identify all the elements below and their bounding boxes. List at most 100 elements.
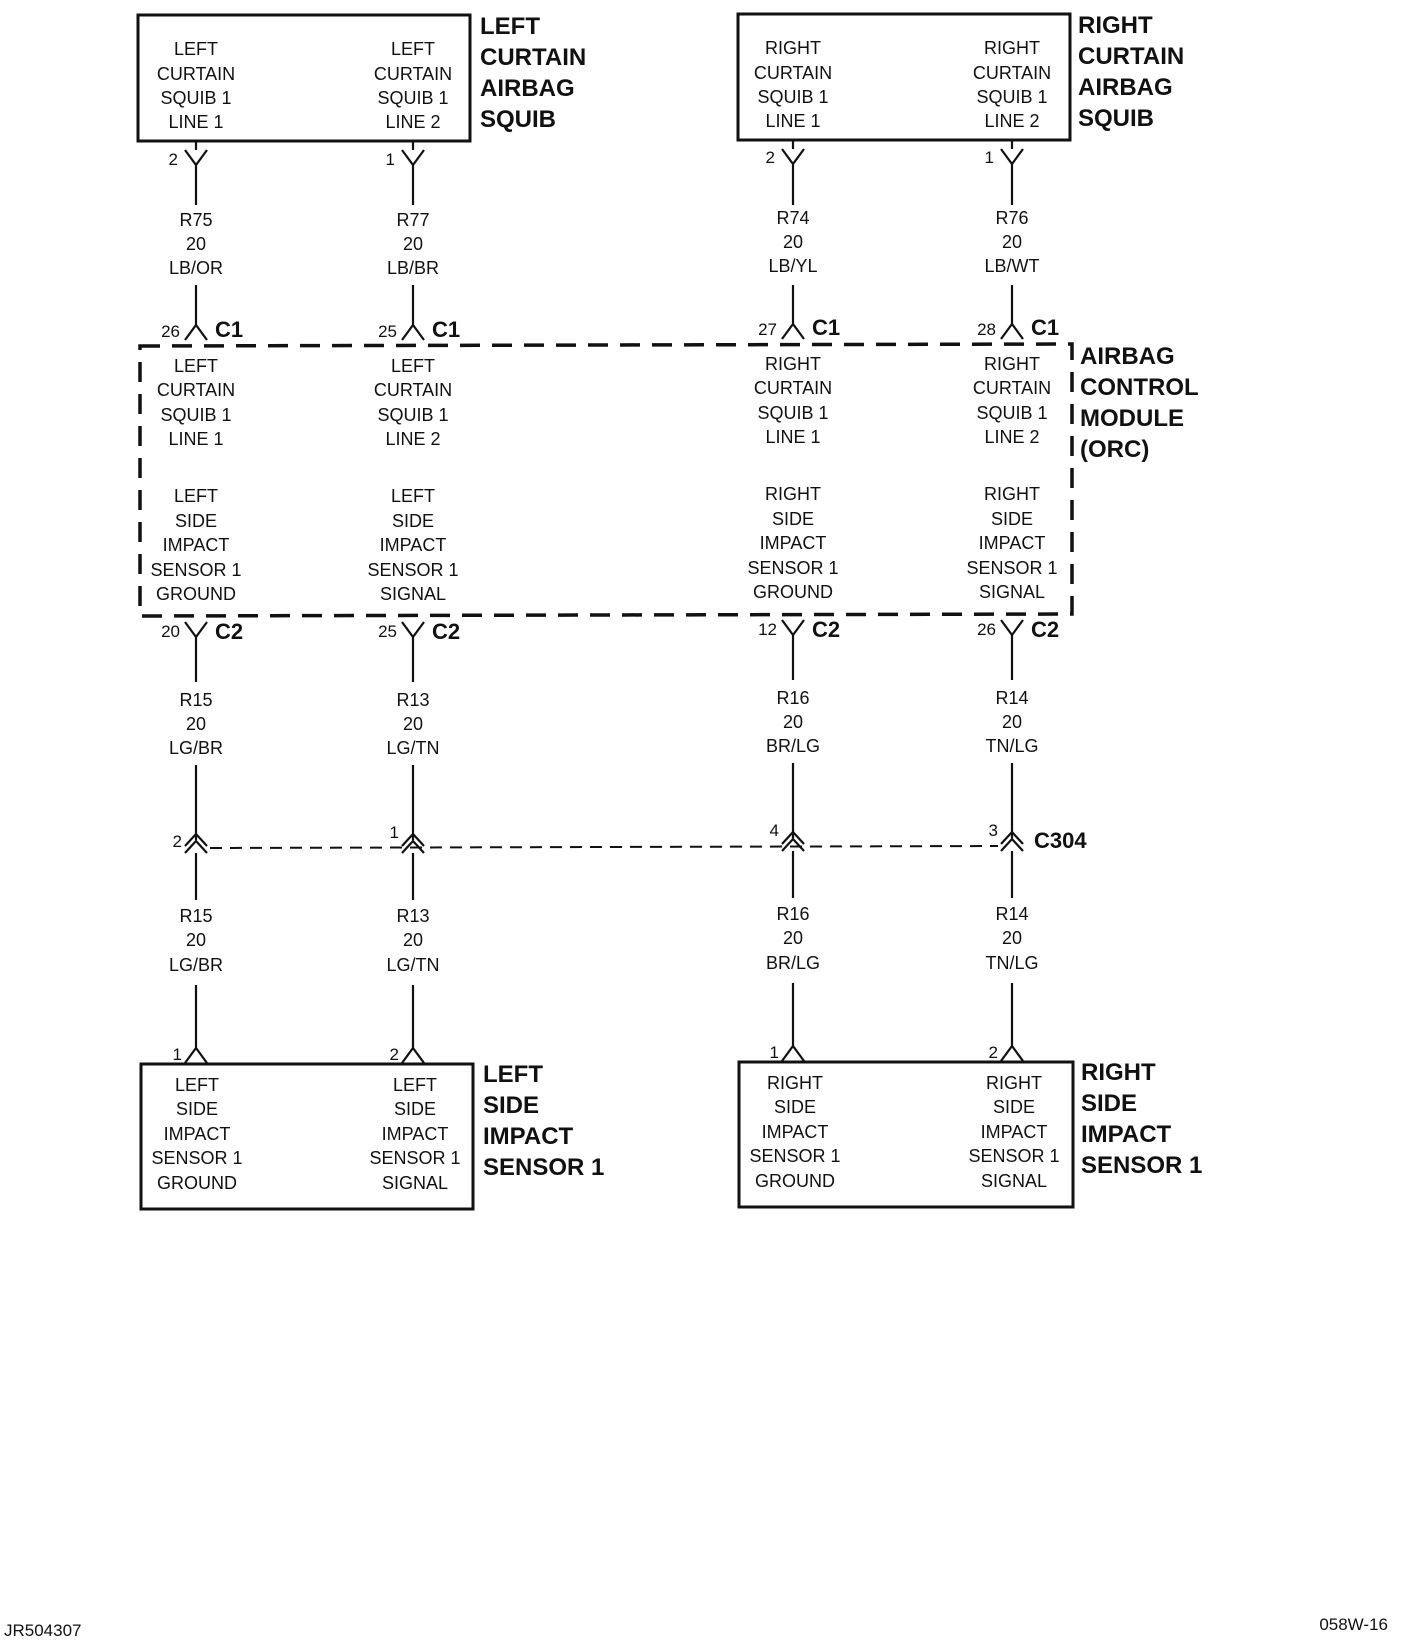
- c2-connector: 20 C2 25 C2 12 C2 26 C2: [161, 617, 1059, 644]
- component-title: CURTAIN: [1078, 43, 1184, 70]
- pin-number: 20: [161, 622, 180, 641]
- wire-segment: [401, 285, 425, 341]
- label-line: LINE 2: [984, 111, 1039, 131]
- wire-circuit: R16: [776, 904, 809, 924]
- wire-color: LG/TN: [386, 955, 439, 975]
- label-line: LINE 1: [168, 429, 223, 449]
- label-line: SIDE: [993, 1097, 1035, 1117]
- connector-name: C1: [432, 317, 460, 342]
- label-line: RIGHT: [984, 38, 1040, 58]
- label-line: CURTAIN: [754, 378, 832, 398]
- label-line: SENSOR 1: [369, 1148, 460, 1168]
- label-line: SENSOR 1: [747, 558, 838, 578]
- label-line: CURTAIN: [157, 380, 235, 400]
- wire-gauge: 20: [403, 234, 423, 254]
- connector-name: C1: [1031, 315, 1059, 340]
- pin-number: 1: [985, 148, 994, 167]
- label-line: RIGHT: [765, 354, 821, 374]
- wire-color: LB/OR: [169, 258, 223, 278]
- label-line: SQUIB 1: [757, 87, 828, 107]
- wire-segment: [1000, 140, 1024, 205]
- wire-gauge: 20: [403, 930, 423, 950]
- component-title: IMPACT: [1081, 1121, 1172, 1148]
- pin-number: 28: [977, 320, 996, 339]
- module-title: AIRBAG: [1080, 343, 1175, 370]
- wire-segment: [184, 985, 208, 1064]
- label-line: SIDE: [774, 1097, 816, 1117]
- wire-color: LB/WT: [984, 256, 1039, 276]
- label-line: SIDE: [772, 509, 814, 529]
- lower-wire-runs: [184, 851, 1024, 1064]
- wire-color: LB/BR: [387, 258, 439, 278]
- wire-circuit: R14: [995, 904, 1028, 924]
- label-line: LEFT: [174, 39, 218, 59]
- label-line: SIGNAL: [380, 584, 446, 604]
- wire-segment: [184, 621, 208, 682]
- wire-color: LG/BR: [169, 738, 223, 758]
- pin-number: 1: [386, 150, 395, 169]
- wire-color: BR/LG: [766, 736, 820, 756]
- pin-number: 2: [989, 1043, 998, 1062]
- label-line: SIGNAL: [981, 1171, 1047, 1191]
- wire-gauge: 20: [1002, 712, 1022, 732]
- label-line: LEFT: [174, 356, 218, 376]
- pin-number: 26: [977, 620, 996, 639]
- label-line: SENSOR 1: [749, 1146, 840, 1166]
- label-line: SIGNAL: [979, 582, 1045, 602]
- label-line: CURTAIN: [973, 378, 1051, 398]
- label-line: IMPACT: [981, 1122, 1048, 1142]
- c304-dashed-line: [209, 845, 999, 849]
- wire-segment: [401, 621, 425, 682]
- wire-color: LG/BR: [169, 955, 223, 975]
- label-line: SENSOR 1: [151, 1148, 242, 1168]
- pin-number: 1: [173, 1045, 182, 1064]
- label-line: SQUIB 1: [757, 403, 828, 423]
- label-line: SQUIB 1: [377, 405, 448, 425]
- connector-name: C2: [1031, 617, 1059, 642]
- pin-number: 12: [758, 620, 777, 639]
- connector-name: C304: [1034, 828, 1087, 853]
- right-curtain-airbag-squib: RIGHT CURTAIN SQUIB 1 LINE 1 RIGHT CURTA…: [736, 12, 1184, 142]
- label-line: LINE 2: [385, 429, 440, 449]
- left-squib-box: [136, 13, 472, 143]
- label-line: LINE 2: [984, 427, 1039, 447]
- component-title: IMPACT: [483, 1123, 574, 1150]
- wire-color: TN/LG: [985, 953, 1038, 973]
- wire-circuit: R15: [179, 906, 212, 926]
- wire-segment: [781, 140, 805, 205]
- component-title: CURTAIN: [480, 44, 586, 71]
- wire-circuit: R76: [995, 208, 1028, 228]
- wire-segment: [1000, 285, 1024, 340]
- label-line: LEFT: [391, 356, 435, 376]
- wire-color: TN/LG: [985, 736, 1038, 756]
- wire-gauge: 20: [1002, 928, 1022, 948]
- label-line: GROUND: [156, 584, 236, 604]
- connector-name: C1: [215, 317, 243, 342]
- label-line: SQUIB 1: [976, 403, 1047, 423]
- wire-color: BR/LG: [766, 953, 820, 973]
- pin-number: 2: [766, 148, 775, 167]
- module-title: MODULE: [1080, 405, 1184, 432]
- label-line: SQUIB 1: [160, 88, 231, 108]
- left-curtain-airbag-squib: LEFT CURTAIN SQUIB 1 LINE 1 LEFT CURTAIN…: [136, 13, 586, 143]
- wire-circuit: R16: [776, 688, 809, 708]
- upper-wire-labels: R75 20 LB/OR R77 20 LB/BR R74 20 LB/YL R…: [169, 208, 1040, 278]
- inline-connector-c304: 2 1 4 3 C304: [173, 821, 1087, 854]
- label-line: CURTAIN: [754, 63, 832, 83]
- wire-segment: [781, 285, 805, 340]
- footer-right-code: 058W-16: [1319, 1615, 1388, 1634]
- label-line: RIGHT: [765, 38, 821, 58]
- connector-name: C2: [215, 619, 243, 644]
- label-line: LINE 1: [765, 427, 820, 447]
- label-line: IMPACT: [760, 533, 827, 553]
- connector-name: C2: [812, 617, 840, 642]
- component-title: SIDE: [483, 1092, 539, 1119]
- label-line: SQUIB 1: [377, 88, 448, 108]
- label-line: CURTAIN: [374, 64, 452, 84]
- pin-number: 1: [770, 1043, 779, 1062]
- label-line: CURTAIN: [157, 64, 235, 84]
- pin-number: 25: [378, 322, 397, 341]
- component-title: SIDE: [1081, 1090, 1137, 1117]
- wire-circuit: R74: [776, 208, 809, 228]
